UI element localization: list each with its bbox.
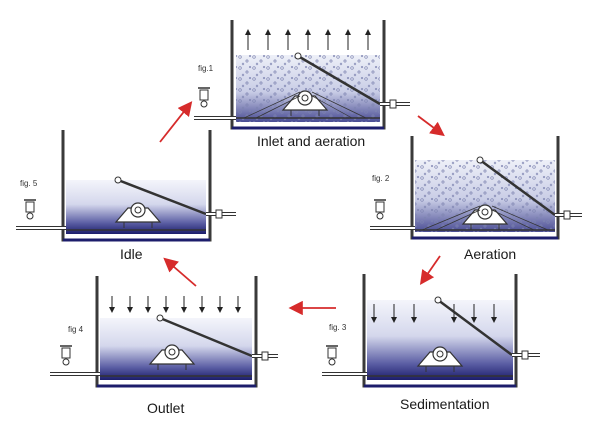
rising-air-arrows	[245, 29, 371, 50]
arrow-inlet-to-aeration	[417, 115, 445, 137]
stage-title-outlet: Outlet	[147, 400, 185, 416]
fig-label-outlet: fig 4	[68, 325, 84, 334]
settling-arrows	[371, 304, 497, 323]
stage-title-idle: Idle	[120, 246, 143, 262]
fig-label-inlet: fig.1	[198, 64, 214, 73]
fig-label-sedimentation: fig. 3	[329, 323, 347, 332]
arrow-outlet-to-idle	[163, 257, 197, 287]
arrow-aeration-to-sedimentation	[419, 255, 441, 285]
stage-title-sedimentation: Sedimentation	[400, 396, 490, 412]
stage-title-inlet: Inlet and aeration	[257, 133, 366, 149]
stage-title-aeration: Aeration	[464, 246, 517, 262]
cycle-arrows	[159, 101, 445, 316]
fig-label-aeration: fig. 2	[372, 174, 390, 183]
fig-label-idle: fig. 5	[20, 179, 38, 188]
outlet-arrows	[109, 296, 241, 313]
tank-outlet	[50, 276, 278, 388]
tank-sedimentation	[322, 274, 540, 388]
arrow-idle-to-inlet	[159, 101, 193, 143]
tank-inlet-aeration	[194, 20, 410, 130]
tank-idle	[16, 130, 236, 242]
tank-aeration	[370, 136, 582, 240]
